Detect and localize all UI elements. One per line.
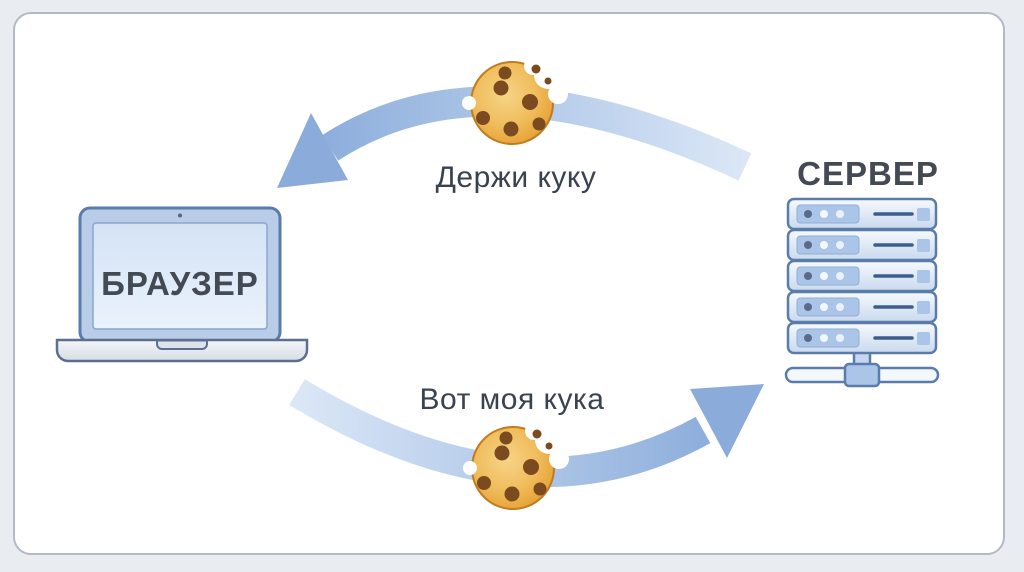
server-unit	[786, 259, 938, 293]
server-unit	[786, 321, 938, 355]
server-unit	[786, 228, 938, 262]
server-stand-hub	[843, 362, 881, 388]
laptop-camera-dot	[178, 213, 182, 218]
laptop-base-notch	[156, 339, 208, 350]
top-arrow-label: Держи куку	[436, 161, 597, 194]
server-label: СЕРВЕР	[797, 155, 939, 192]
cookie-icon	[462, 421, 570, 510]
top-arrow-head	[277, 113, 348, 188]
cookie-icon	[461, 56, 569, 145]
bottom-arrow-head	[690, 384, 764, 458]
server-unit	[786, 290, 938, 324]
bottom-arrow-label: Вот моя кука	[420, 383, 605, 416]
laptop-base	[55, 338, 309, 363]
browser-label: БРАУЗЕР	[101, 265, 259, 302]
server-icon: СЕРВЕР	[784, 155, 940, 388]
server-unit	[786, 197, 938, 231]
browser-laptop-icon: БРАУЗЕР	[55, 206, 309, 363]
laptop-screen	[92, 222, 268, 330]
